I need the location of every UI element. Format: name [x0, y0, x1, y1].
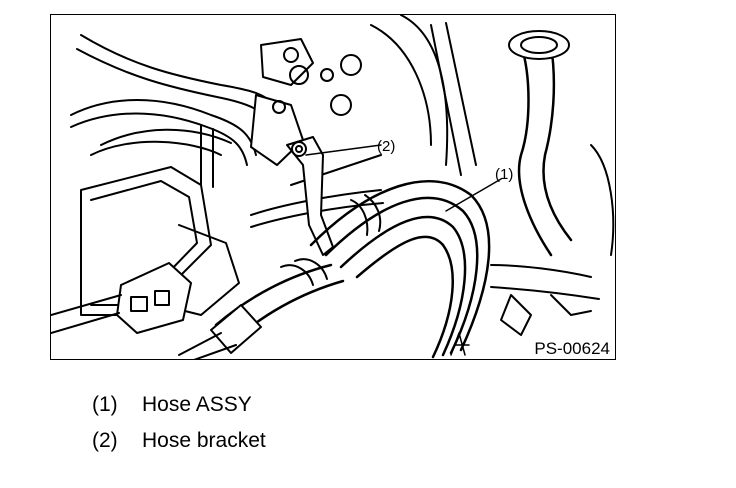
- legend-item-2: (2) Hose bracket: [92, 430, 266, 452]
- legend-number: (1): [92, 393, 118, 416]
- diagram-frame: (2) (1) PS-00624: [50, 14, 616, 360]
- figure-code: PS-00624: [533, 339, 611, 358]
- legend-text: Hose ASSY: [142, 393, 252, 416]
- legend-text: Hose bracket: [142, 429, 266, 452]
- callout-2-label: (2): [377, 138, 396, 155]
- hose-assembly-illustration: [51, 15, 615, 359]
- callout-1-label: (1): [495, 166, 514, 183]
- legend-number: (2): [92, 429, 118, 452]
- legend-item-1: (1) Hose ASSY: [92, 394, 252, 416]
